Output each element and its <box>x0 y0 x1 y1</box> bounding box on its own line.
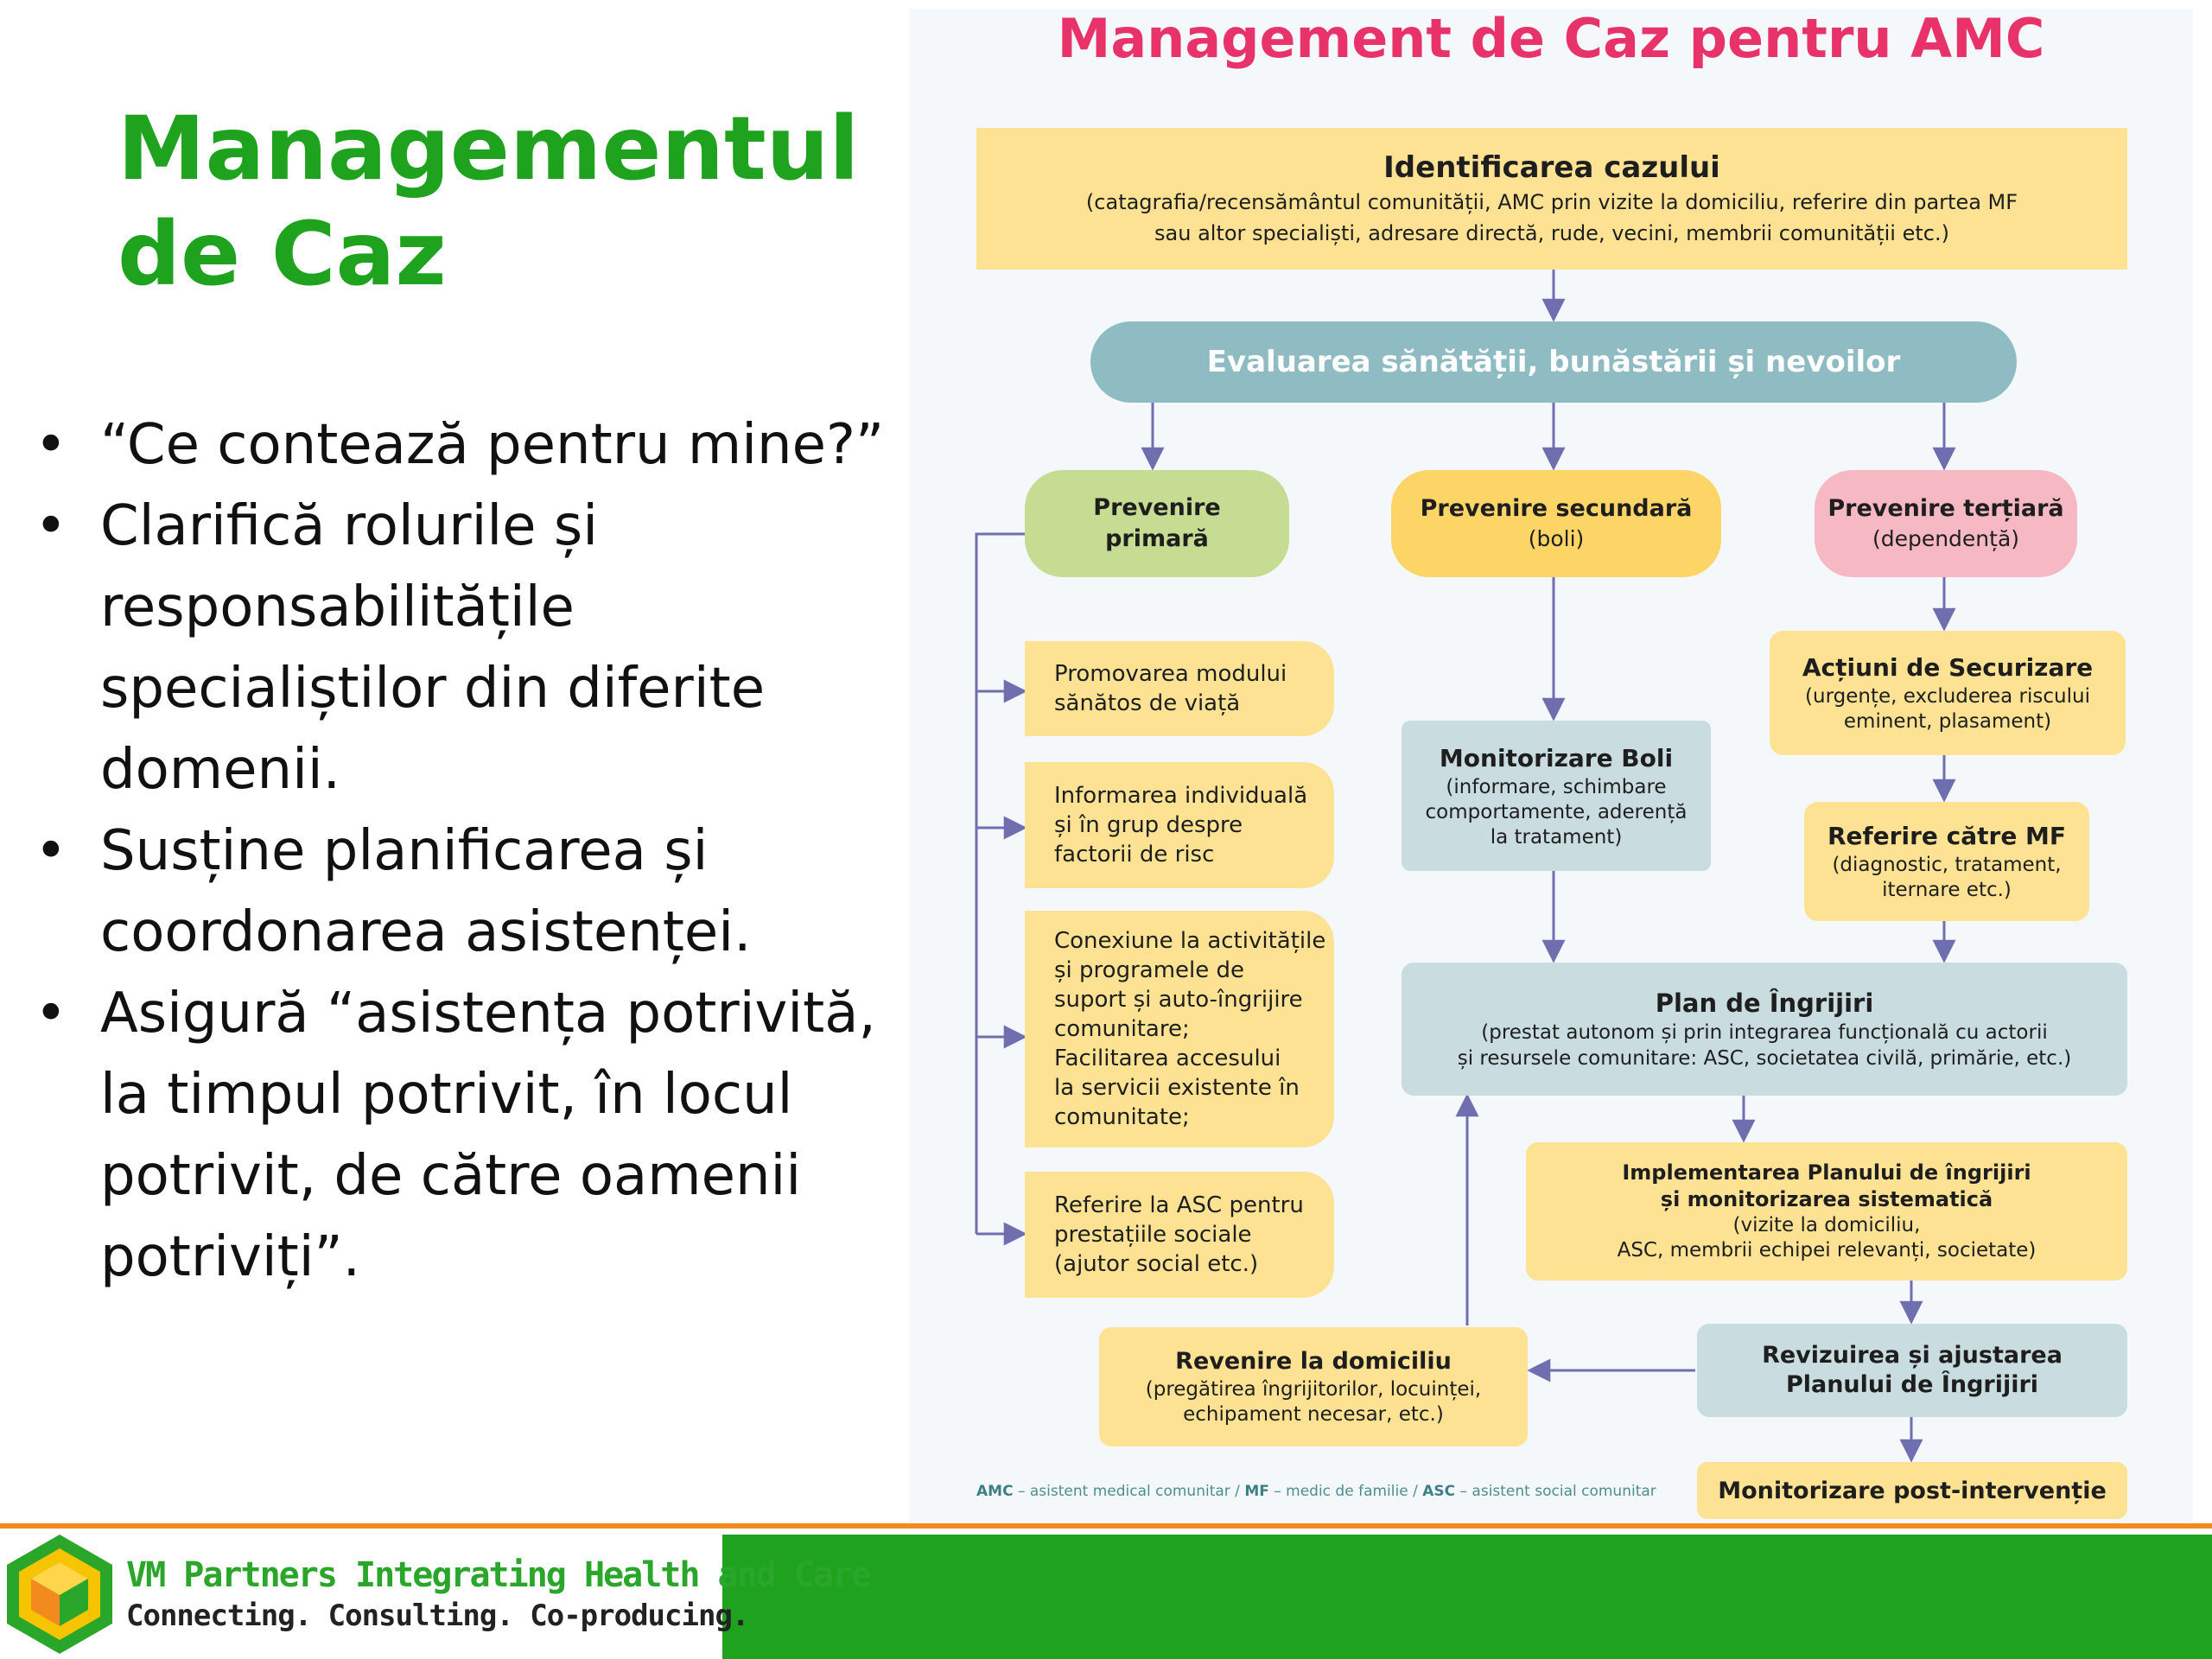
box-revizuire: Revizuirea și ajustarea Planului de Îngr… <box>1697 1324 2127 1417</box>
securizare-title: Acțiuni de Securizare <box>1802 653 2094 682</box>
bullet-text: Clarifică rolurile și responsabilitățile… <box>100 494 766 802</box>
securizare-line-2: eminent, plasament) <box>1843 710 2052 733</box>
box-actiuni-securizare: Acțiuni de Securizare (urgențe, excluder… <box>1770 631 2126 755</box>
vm-partners-logo-icon <box>7 1535 112 1654</box>
footer-divider <box>0 1523 2212 1529</box>
conexiune-line-7: comunitate; <box>1054 1104 1190 1130</box>
revenire-title: Revenire la domiciliu <box>1175 1348 1452 1375</box>
box-plan-ingrijiri: Plan de Îngrijiri (prestat autonom și pr… <box>1402 963 2127 1096</box>
bullet-text: Susține planificarea și coordonarea asis… <box>100 819 752 964</box>
bullet-text: “Ce contează pentru mine?” <box>100 413 885 477</box>
box-prevenire-secundara: Prevenire secundară (boli) <box>1391 470 1721 577</box>
referire-mf-title: Referire către MF <box>1827 822 2067 850</box>
referire-mf-line-1: (diagnostic, tratament, <box>1832 854 2062 876</box>
identificare-title: Identificarea cazului <box>1383 150 1720 185</box>
box-referire-asc: Referire la ASC pentru prestațiile socia… <box>1025 1172 1334 1298</box>
secundara-sub: (boli) <box>1528 526 1585 551</box>
plan-line-1: (prestat autonom și prin integrarea func… <box>1481 1021 2048 1044</box>
monitorizare-boli-line-1: (informare, schimbare <box>1446 775 1667 798</box>
conexiune-line-3: suport și auto-îngrijire <box>1054 987 1303 1013</box>
bullet-glyph: • <box>35 413 67 477</box>
monitorizare-boli-title: Monitorizare Boli <box>1439 743 1674 772</box>
box-informare: Informarea individuală și în grup despre… <box>1025 762 1334 888</box>
bullet-text: Asigură “asistența potrivită, la timpul … <box>100 982 876 1289</box>
implementare-line-1: (vizite la domiciliu, <box>1732 1214 1921 1236</box>
revizuire-line-1: Revizuirea și ajustarea <box>1762 1342 2063 1369</box>
conexiune-line-2: și programele de <box>1054 957 1244 983</box>
revizuire-line-2: Planului de Îngrijiri <box>1785 1371 2039 1398</box>
conexiune-line-5: Facilitarea accesului <box>1054 1046 1281 1071</box>
conexiune-line-6: la servicii existente în <box>1054 1075 1300 1101</box>
legend-amc: AMC <box>976 1483 1014 1500</box>
promovare-line-2: sănătos de viață <box>1054 690 1241 716</box>
box-promovare: Promovarea modului sănătos de viață <box>1025 641 1334 736</box>
box-evaluare: Evaluarea sănătății, bunăstării și nevoi… <box>1090 321 2017 403</box>
informare-line-2: și în grup despre <box>1054 812 1243 838</box>
monitorizare-boli-line-3: la tratament) <box>1490 825 1623 849</box>
legend-asc-desc: – asistent social comunitar <box>1455 1483 1656 1500</box>
bullet-item: • “Ce contează pentru mine?” <box>26 404 890 486</box>
box-prevenire-primara: Prevenire primară <box>1025 470 1289 577</box>
promovare-line-1: Promovarea modului <box>1054 661 1287 687</box>
bullet-glyph: • <box>35 819 67 883</box>
box-referire-mf: Referire către MF (diagnostic, tratament… <box>1804 802 2089 921</box>
slide-title: Managementul de Caz <box>118 98 860 306</box>
referire-asc-line-1: Referire la ASC pentru <box>1054 1192 1304 1218</box>
legend-amc-desc: – asistent medical comunitar / <box>1013 1483 1245 1500</box>
conexiune-line-1: Conexiune la activitățile <box>1054 928 1326 954</box>
plan-title: Plan de Îngrijiri <box>1655 988 1874 1018</box>
referire-asc-line-3: (ajutor social etc.) <box>1054 1251 1259 1277</box>
primara-line-1: Prevenire <box>1093 494 1221 521</box>
box-implementare: Implementarea Planului de îngrijiri și m… <box>1526 1142 2127 1281</box>
bullet-item: • Asigură “asistența potrivită, la timpul… <box>26 973 912 1298</box>
bullet-glyph: • <box>35 494 67 558</box>
secundara-title: Prevenire secundară <box>1420 495 1693 522</box>
plan-line-2: și resursele comunitare: ASC, societatea… <box>1457 1047 2072 1070</box>
box-prevenire-tertiara: Prevenire terțiară (dependență) <box>1815 470 2077 577</box>
legend-asc: ASC <box>1422 1483 1456 1500</box>
brand-tagline: Connecting. Consulting. Co-producing. <box>126 1599 749 1633</box>
legend-mf: MF <box>1244 1483 1269 1500</box>
bullet-list: • “Ce contează pentru mine?” • Clarifică r… <box>26 404 890 1298</box>
implementare-line-2: ASC, membrii echipei relevanți, societat… <box>1617 1239 2037 1262</box>
brand-name: VM Partners Integrating Health and Care <box>126 1555 872 1595</box>
identificare-line-2: sau altor specialiști, adresare directă,… <box>1154 221 1949 245</box>
implementare-title-2: și monitorizarea sistematică <box>1660 1187 1993 1211</box>
tertiara-title: Prevenire terțiară <box>1827 495 2064 522</box>
referire-mf-line-2: iternare etc.) <box>1882 879 2012 901</box>
securizare-line-1: (urgențe, excluderea riscului <box>1805 685 2090 708</box>
box-conexiune: Conexiune la activitățile și programele … <box>1025 911 1334 1147</box>
bullet-item: • Clarifică rolurile și responsabilitățil… <box>26 486 843 810</box>
legend-mf-desc: – medic de familie / <box>1268 1483 1423 1500</box>
box-monitorizare-boli: Monitorizare Boli (informare, schimbare … <box>1402 721 1711 871</box>
evaluare-label: Evaluarea sănătății, bunăstării și nevoi… <box>1206 345 1901 379</box>
implementare-title-1: Implementarea Planului de îngrijiri <box>1622 1160 2031 1185</box>
identificare-line-1: (catagrafia/recensământul comunității, A… <box>1085 190 2018 214</box>
bullet-item: • Susține planificarea și coordonarea asi… <box>26 810 843 973</box>
conexiune-line-4: comunitare; <box>1054 1016 1190 1042</box>
referire-asc-line-2: prestațiile sociale <box>1054 1222 1252 1248</box>
footer-green-band <box>722 1535 2212 1659</box>
informare-line-3: factorii de risc <box>1054 842 1215 868</box>
diagram-title: Management de Caz pentru AMC <box>1057 7 2045 70</box>
monitorizare-boli-line-2: comportamente, aderență <box>1425 800 1688 823</box>
box-identificarea-cazului: Identificarea cazului (catagrafia/recens… <box>976 128 2127 270</box>
box-revenire-domiciliu: Revenire la domiciliu (pregătirea îngrij… <box>1099 1327 1528 1446</box>
revenire-line-1: (pregătirea îngrijitorilor, locuinței, <box>1145 1378 1482 1401</box>
informare-line-1: Informarea individuală <box>1054 783 1308 809</box>
diagram-legend: AMC – asistent medical comunitar / MF – … <box>976 1483 1754 1500</box>
post-label: Monitorizare post-intervenție <box>1718 1477 2107 1504</box>
bullet-glyph: • <box>35 982 67 1046</box>
box-monitorizare-post: Monitorizare post-intervenție <box>1697 1462 2127 1519</box>
primary-bracket-line <box>975 532 1025 1234</box>
revenire-line-2: echipament necesar, etc.) <box>1183 1403 1444 1426</box>
primara-line-2: primară <box>1105 525 1209 552</box>
tertiara-sub: (dependență) <box>1872 526 2020 551</box>
